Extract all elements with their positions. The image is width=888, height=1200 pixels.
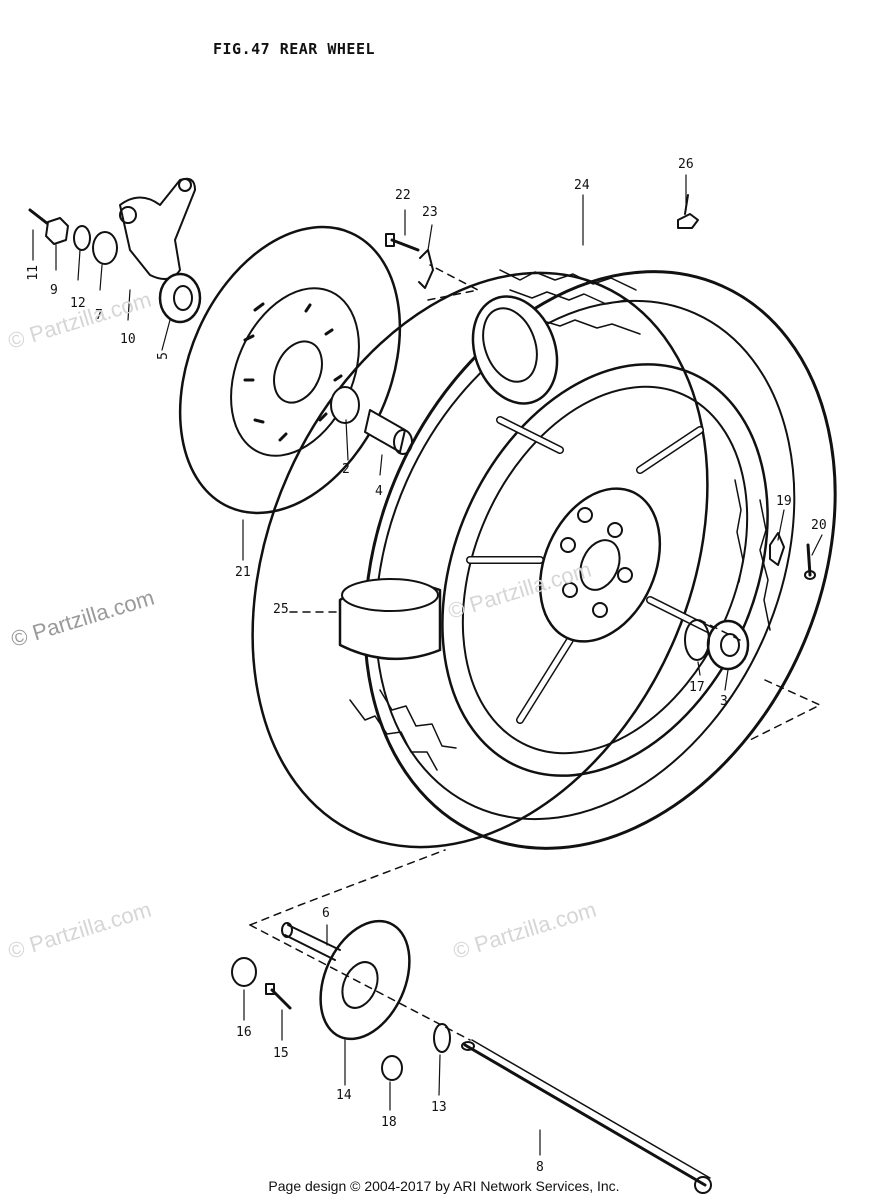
callout-19: 19 — [776, 494, 792, 509]
hub-icon — [538, 487, 662, 643]
valve-icon — [677, 194, 699, 229]
axle-icon — [461, 1039, 712, 1194]
callout-16: 16 — [236, 1025, 252, 1040]
callout-23: 23 — [422, 205, 438, 220]
callout-2: 2 — [342, 462, 350, 477]
callout-8: 8 — [536, 1160, 544, 1175]
callout-26: 26 — [678, 157, 694, 172]
callout-22: 22 — [395, 188, 411, 203]
bearing-icon — [158, 272, 750, 1081]
callout-7: 7 — [95, 308, 103, 323]
callout-13: 13 — [431, 1100, 447, 1115]
callout-4: 4 — [375, 484, 383, 499]
callout-18: 18 — [381, 1115, 397, 1130]
figure-title: FIG.47 REAR WHEEL — [213, 40, 376, 58]
callout-14: 14 — [336, 1088, 352, 1103]
washer-icon — [73, 225, 785, 1053]
callout-10: 10 — [120, 332, 136, 347]
callout-6: 6 — [322, 906, 330, 921]
tire-icon — [251, 269, 837, 850]
callout-20: 20 — [811, 518, 827, 533]
callout-11: 11 — [26, 265, 41, 281]
page-footer: Page design © 2004-2017 by ARI Network S… — [268, 1178, 620, 1194]
caliper-bracket-icon — [119, 177, 196, 280]
bolt-icon — [28, 208, 816, 1010]
callout-9: 9 — [50, 283, 58, 298]
callout-15-hub: 15 — [273, 1046, 289, 1061]
callout-12: 12 — [70, 296, 86, 311]
assembly-lines — [249, 264, 821, 1041]
callout-21: 21 — [235, 565, 251, 580]
callout-24: 24 — [574, 178, 590, 193]
callout-5: 5 — [156, 352, 171, 360]
nut-icon — [45, 217, 118, 265]
callout-3: 3 — [720, 694, 728, 709]
leader-lines — [32, 174, 823, 1156]
brake-disc-icon — [178, 225, 402, 515]
callout-25: 25 — [273, 602, 289, 617]
callout-17: 17 — [689, 680, 705, 695]
hub-flange-icon — [281, 919, 411, 1041]
spacer-icon — [364, 409, 413, 455]
